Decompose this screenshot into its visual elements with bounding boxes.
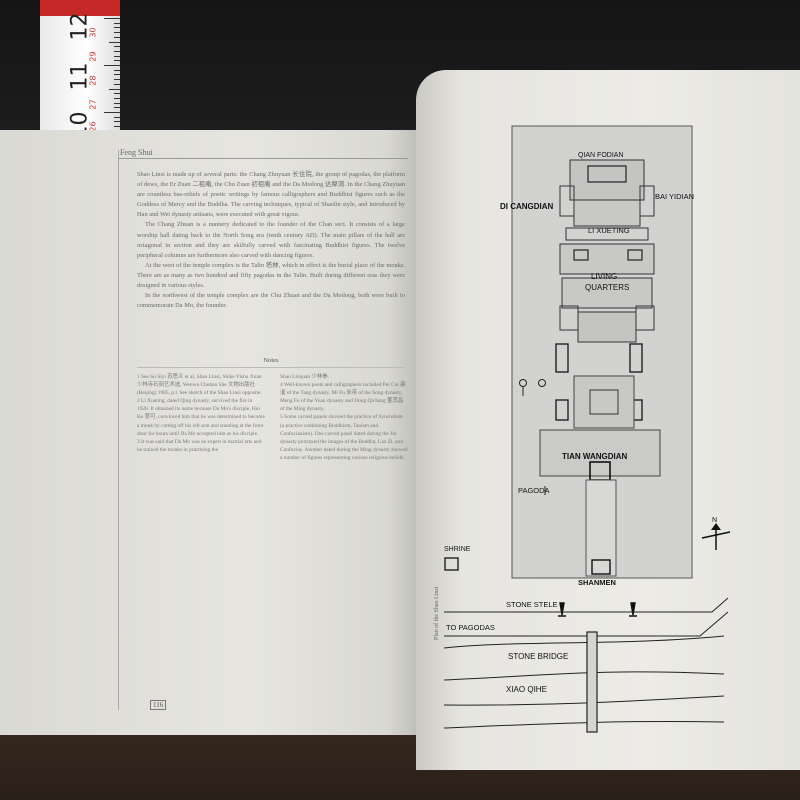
label-living: LIVING [591,272,618,281]
notes-column-right: Shao Linquan 少林拳. 4 Well-known poets and… [280,373,408,462]
ruler-tick [114,116,120,118]
building [573,249,589,261]
ruler [40,0,120,136]
notes-column-left: 1 See Su Siyi 苏思义 et al, Shao Linsi, Shi… [137,373,265,454]
label-qian-fodian: QIAN FODIAN [578,152,624,159]
ruler-tick [114,74,120,76]
ruler-tick [114,121,120,123]
label-shrine: SHRINE [444,546,471,553]
notes-title: Notes [263,357,279,364]
note: 1 See Su Siyi 苏思义 et al, Shao Linsi, Shi… [137,374,262,397]
label-li-xueting: LI XUETING [588,226,630,235]
ruler-tick [109,41,120,43]
building [635,305,655,331]
ruler-tick [114,93,120,95]
label-pagoda: PAGODA [518,486,550,495]
road-edge [444,611,729,637]
river-bank [443,635,725,649]
building [627,249,643,261]
qian-fodian-hall [569,159,645,201]
li-xueting-hall [565,227,649,241]
side-building [555,399,569,421]
river-bank [443,671,725,681]
label-bai-yidian: BAI YIDIAN [655,192,695,201]
figure-caption: Plan of the Shao Linsi [434,586,440,640]
paragraph: At the west of the temple complex is the… [137,261,405,290]
building [587,165,627,183]
paragraph: In the northwest of the temple complex a… [137,292,405,310]
ruler-tick [114,60,120,62]
building [577,311,637,343]
ruler-tick [114,107,120,109]
road-edge [444,597,729,613]
ruler-tick [114,27,120,29]
pagoda-symbol [538,379,546,387]
living-quarters [561,277,653,309]
label-stone-stele: STONE STELE [506,600,558,609]
north-arrow-icon [701,527,731,550]
stone-stele [558,602,566,617]
label-north: N [712,517,718,524]
main-hall [573,375,635,429]
label-to-pagodas: TO PAGODAS [446,623,495,632]
label-quarters: QUARTERS [585,283,630,292]
header-rule [118,158,408,159]
note: 4 Well-known poets and calligraphers inc… [280,382,406,413]
ruler-tick [114,97,120,99]
stone-stele [629,602,637,617]
ruler-tick [104,112,120,113]
note: 3 It was said that Da Mo was an expert i… [137,438,262,453]
paragraph: The Chang Zhuan is a nunnery dedicated t… [137,221,405,259]
ruler-tick [114,55,120,57]
river-bank [443,720,725,729]
ruler-tick [114,46,120,48]
building [559,243,655,275]
note: 2 Li Xueting, dated Qing dynasty, surviv… [137,398,265,437]
ruler-tick [114,36,120,38]
ruler-tick [114,79,120,81]
river-bank [443,695,725,706]
label-stone-bridge: STONE BRIDGE [508,652,569,661]
label-tian-wangdian: TIAN WANGDIAN [562,452,628,461]
building [589,389,619,415]
label-xiao-qihe: XIAO QIHE [506,685,547,694]
ruler-tick [114,83,120,85]
ruler-tick [114,102,120,104]
north-arrow-head [711,523,721,530]
central-path [585,479,617,577]
shrine-building [444,557,459,571]
ruler-tick [109,88,120,90]
label-di-cangdian: DI CANGDIAN [500,202,554,211]
paragraph: Shao Linsi is made up of several parts: … [137,171,405,219]
ruler-red-strip [40,0,120,16]
ruler-tick [104,65,120,66]
note: Shao Linquan 少林拳. [280,374,329,380]
ruler-tick [104,18,120,19]
ruler-tick [114,126,120,128]
side-building [629,343,643,373]
body-text: Shao Linsi is made up of several parts: … [137,170,405,311]
courtyard [539,429,661,477]
ruler-tick [114,32,120,34]
building [559,305,579,331]
label-shanmen: SHANMEN [578,578,616,587]
column-rule [118,150,119,710]
ruler-tick [114,50,120,52]
ruler-tick [114,69,120,71]
left-page [0,130,420,735]
page-number: 116 [150,700,167,710]
stone-bridge [586,631,598,733]
running-head: Feng Shui [120,148,153,157]
pagoda-symbol [519,379,527,387]
side-building [555,343,569,373]
building [573,199,641,227]
notes-rule [137,367,405,368]
ruler-tick [114,22,120,24]
note: 5 Some carved panels showed the practice… [280,414,408,461]
shanmen-gate [591,559,611,575]
